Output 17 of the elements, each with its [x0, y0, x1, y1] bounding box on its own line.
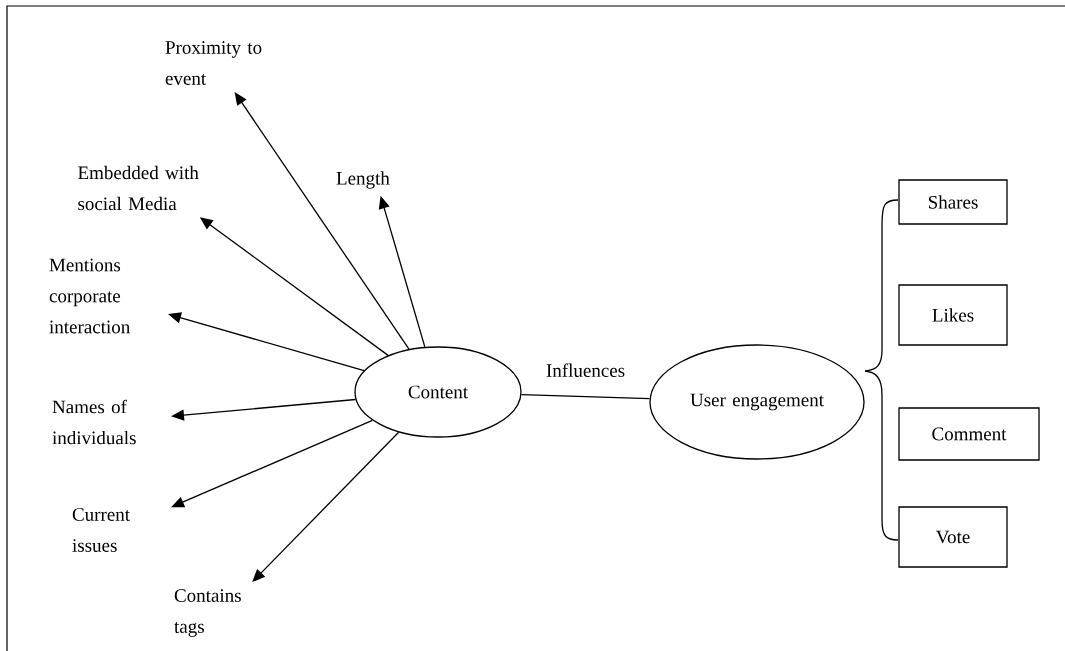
node-text: Mentions corporate interaction	[49, 258, 130, 334]
node-text: Contains tags	[174, 589, 241, 637]
ellipse-node: Content	[354, 346, 522, 438]
box-node: Shares	[898, 179, 1008, 225]
arrow	[171, 419, 374, 508]
arrow	[168, 312, 365, 372]
ellipse-node: User engagement	[649, 344, 865, 460]
node-text: Embedded with social Media	[78, 165, 199, 211]
connector-line	[520, 394, 651, 400]
edge-label: Influences	[544, 362, 627, 378]
box-node: Comment	[898, 407, 1040, 461]
node-text: Length	[336, 171, 390, 189]
node-text: Current issues	[72, 508, 130, 552]
box-node: Likes	[898, 284, 1008, 346]
box-node: Vote	[898, 506, 1008, 568]
node-text: Names of individuals	[52, 399, 136, 445]
node-text: Proximity to event	[165, 41, 262, 85]
